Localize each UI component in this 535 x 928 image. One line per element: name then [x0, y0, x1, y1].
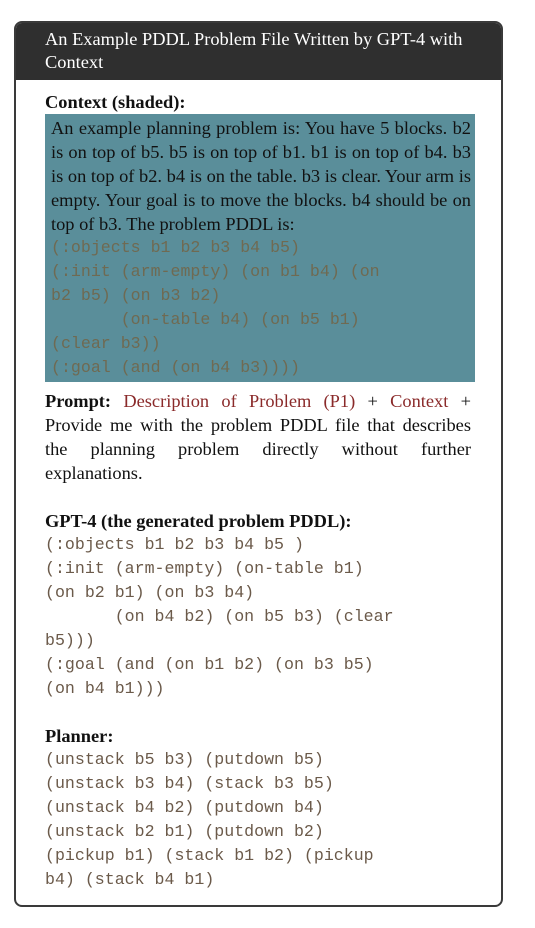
context-pddl-line: (:goal (and (on b4 b3)))) — [51, 358, 300, 377]
gpt4-pddl-line: (on b4 b1))) — [45, 679, 165, 698]
planner-line: (unstack b3 b4) (stack b3 b5) — [45, 774, 334, 793]
planner-line: (unstack b2 b1) (putdown b2) — [45, 822, 324, 841]
planner-label: Planner: — [45, 726, 114, 746]
prompt-description: Description of Problem (P1) — [123, 391, 356, 411]
gpt4-pddl-line: (:goal (and (on b1 b2) (on b3 b5) — [45, 655, 374, 674]
planner-line: (unstack b4 b2) (putdown b4) — [45, 798, 324, 817]
gpt4-pddl-line: (on b4 b2) (on b5 b3) (clear — [45, 607, 394, 626]
context-pddl-line: (:objects b1 b2 b3 b4 b5) — [51, 238, 300, 257]
planner-line: b4) (stack b4 b1) — [45, 870, 215, 889]
context-pddl-line: (clear b3)) — [51, 334, 161, 353]
context-pddl-line: (on-table b4) (on b5 b1) — [51, 310, 360, 329]
planner-line: (pickup b1) (stack b1 b2) (pickup — [45, 846, 374, 865]
example-card: An Example PDDL Problem File Written by … — [14, 21, 503, 907]
gpt4-pddl-line: (on b2 b1) (on b3 b4) — [45, 583, 255, 602]
context-label: Context (shaded): — [45, 92, 186, 112]
card-title: An Example PDDL Problem File Written by … — [16, 23, 501, 80]
gpt4-pddl-line: (:init (arm-empty) (on-table b1) — [45, 559, 364, 578]
context-pddl-line: b2 b5) (on b3 b2) — [51, 286, 221, 305]
prompt-paragraph: Prompt: Description of Problem (P1) + Co… — [45, 389, 471, 485]
context-text: An example planning problem is: You have… — [51, 118, 471, 234]
planner-line: (unstack b5 b3) (putdown b5) — [45, 750, 324, 769]
card-content: Context (shaded): An example planning pr… — [16, 90, 501, 892]
context-pddl-line: (:init (arm-empty) (on b1 b4) (on — [51, 262, 380, 281]
context-shaded-box: An example planning problem is: You have… — [45, 114, 475, 382]
prompt-label: Prompt: — [45, 391, 112, 411]
gpt4-pddl-line: (:objects b1 b2 b3 b4 b5 ) — [45, 535, 304, 554]
prompt-rest: + Provide me with the problem PDDL file … — [45, 391, 471, 483]
prompt-context-ref: Context — [390, 391, 449, 411]
gpt4-pddl-block: (:objects b1 b2 b3 b4 b5 ) (:init (arm-e… — [45, 533, 471, 701]
gpt4-pddl-line: b5))) — [45, 631, 95, 650]
gpt4-label: GPT-4 (the generated problem PDDL): — [45, 511, 352, 531]
planner-block: (unstack b5 b3) (putdown b5) (unstack b3… — [45, 748, 471, 892]
prompt-plus: + — [355, 391, 391, 411]
